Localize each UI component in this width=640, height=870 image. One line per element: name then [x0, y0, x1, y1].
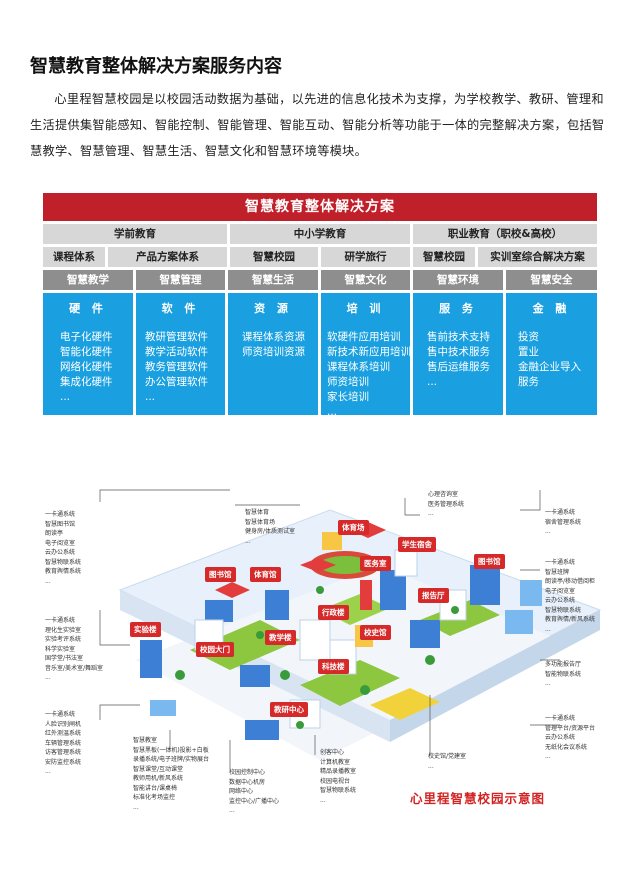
column-item: 电子化硬件	[60, 331, 113, 343]
column-services: 服 务 售前技术支持 售中技术服务 售后运维服务 ...	[413, 293, 503, 415]
note-block: 校园控制中心数据中心机房网络中心监控中心/广播中心...	[229, 769, 280, 814]
column-item: 售后运维服务	[427, 361, 490, 373]
building-tag: 教研中心	[270, 702, 308, 717]
module-cell: 智慧安全	[506, 270, 597, 290]
column-item: 教务管理软件	[145, 361, 208, 373]
column-head: 硬 件	[69, 302, 107, 315]
column-item: 服务	[518, 376, 539, 388]
system-cell: 研学旅行	[321, 247, 410, 267]
note-block: 一卡通系统智慧班牌朗读亭/移动借阅柜电子阅览室云办公系统智慧物联系统教育舆情/新…	[545, 559, 596, 633]
column-item: 教学活动软件	[145, 346, 208, 358]
note-block: 心理咨询室医务管理系统...	[428, 491, 465, 517]
intro-paragraph: 心里程智慧校园是以校园活动数据为基础，以先进的信息化技术为支撑，为学校教学、教研…	[30, 92, 605, 158]
column-item: 课程体系培训	[327, 361, 390, 373]
building-tag: 校园大门	[196, 642, 234, 657]
solution-table: 智慧教育整体解决方案 学前教育 中小学教育 职业教育（职校&高校） 课程体系 产…	[43, 193, 597, 415]
service-columns: 硬 件 电子化硬件 智能化硬件 网络化硬件 集成化硬件 ... 软 件 教研管理…	[43, 293, 597, 415]
column-item: ...	[145, 391, 156, 403]
column-item: 师资培训资源	[242, 346, 305, 358]
module-cell: 智慧文化	[321, 270, 410, 290]
system-cell: 课程体系	[43, 247, 105, 267]
column-item: 售中技术服务	[427, 346, 490, 358]
column-item: 课程体系资源	[242, 331, 305, 343]
building-tag: 医务室	[360, 556, 391, 571]
building-tag: 实验楼	[130, 622, 161, 637]
page-title: 智慧教育整体解决方案服务内容	[30, 56, 282, 77]
column-item: 家长培训	[327, 391, 369, 403]
column-item: ...	[327, 406, 338, 415]
column-training: 培 训 软硬件应用培训 新技术新应用培训 课程体系培训 师资培训 家长培训 ..…	[321, 293, 410, 415]
building-tag: 教学楼	[265, 630, 296, 645]
column-item: 办公管理软件	[145, 376, 208, 388]
column-item: 师资培训	[327, 376, 369, 388]
column-head: 服 务	[439, 302, 477, 315]
building-tag: 图书馆	[474, 554, 505, 569]
column-resources: 资 源 课程体系资源 师资培训资源	[228, 293, 318, 415]
systems-row: 课程体系 产品方案体系 智慧校园 研学旅行 智慧校园 实训室综合解决方案	[43, 247, 597, 267]
note-block: 一卡通系统人脸识别闸机红外测温系统车辆管理系统访客管理系统安防监控系统...	[45, 711, 82, 775]
level-cell: 中小学教育	[230, 224, 410, 244]
building-tag: 体育场	[338, 520, 369, 535]
column-head: 金 融	[532, 302, 571, 315]
column-item: ...	[427, 376, 438, 388]
note-block: 一卡通系统管理平台/资源平台云办公系统无纸化会议系统...	[545, 715, 596, 760]
column-software: 软 件 教研管理软件 教学活动软件 教务管理软件 办公管理软件 ...	[136, 293, 225, 415]
column-item: 网络化硬件	[60, 361, 113, 373]
building-tag: 报告厅	[418, 588, 449, 603]
building-tag: 校史馆	[360, 625, 391, 640]
building-tag: 科技楼	[318, 659, 349, 674]
level-cell: 职业教育（职校&高校）	[413, 224, 597, 244]
levels-row: 学前教育 中小学教育 职业教育（职校&高校）	[43, 224, 597, 244]
column-item: 新技术新应用培训	[327, 346, 410, 358]
column-item: 投资	[518, 331, 539, 343]
column-item: 置业	[518, 346, 539, 358]
note-block: 智慧教室智慧黑板(一体机)投影+白板录播系统/电子班牌/实物展台智慧课堂/互动课…	[133, 737, 210, 811]
column-hardware: 硬 件 电子化硬件 智能化硬件 网络化硬件 集成化硬件 ...	[43, 293, 133, 415]
modules-row: 智慧教学 智慧管理 智慧生活 智慧文化 智慧环境 智慧安全	[43, 270, 597, 290]
column-item: 集成化硬件	[60, 376, 113, 388]
system-cell: 智慧校园	[413, 247, 475, 267]
level-cell: 学前教育	[43, 224, 227, 244]
module-cell: 智慧管理	[136, 270, 225, 290]
system-cell: 智慧校园	[230, 247, 318, 267]
note-block: 一卡通系统智慧图书馆朗读亭电子阅览室云办公系统智慧物联系统教育舆情系统...	[45, 511, 82, 585]
note-block: 一卡通系统理化生实验室实验考评系统科学实验室国学堂/书法室音乐室/美术室/舞蹈室…	[45, 617, 104, 681]
building-tag: 学生宿舍	[398, 537, 436, 552]
column-item: 售前技术支持	[427, 331, 490, 343]
note-block: 智慧体育智慧体育场健身房/体质测试室...	[245, 509, 296, 545]
column-item: ...	[60, 391, 71, 403]
system-cell: 产品方案体系	[108, 247, 227, 267]
column-item: 软硬件应用培训	[327, 331, 401, 343]
column-item: 教研管理软件	[145, 331, 208, 343]
solution-header: 智慧教育整体解决方案	[43, 193, 597, 221]
system-cell: 实训室综合解决方案	[478, 247, 597, 267]
campus-illustration: 体育场 学生宿舍 图书馆 体育馆 医务室 图书馆 报告厅 行政楼 实验楼 校史馆…	[0, 470, 640, 850]
campus-caption: 心里程智慧校园示意图	[410, 791, 546, 806]
column-head: 资 源	[254, 302, 292, 315]
note-block: 校史馆/党建室...	[428, 753, 467, 770]
column-finance: 金 融 投资 置业 金融企业导入 服务	[506, 293, 597, 415]
building-tag: 体育馆	[250, 567, 281, 582]
building-tag: 图书馆	[205, 567, 236, 582]
column-head: 软 件	[161, 302, 200, 315]
module-cell: 智慧教学	[43, 270, 133, 290]
module-cell: 智慧生活	[228, 270, 318, 290]
column-item: 智能化硬件	[60, 346, 113, 358]
note-block: 一卡通系统宿舍管理系统...	[545, 509, 582, 535]
note-block: 创客中心计算机教室精品录播教室校园电视台智慧物联系统...	[320, 749, 357, 804]
column-item: 金融企业导入	[518, 361, 581, 373]
building-tag: 行政楼	[318, 605, 349, 620]
module-cell: 智慧环境	[413, 270, 503, 290]
note-block: 多功能报告厅智能物联系统...	[545, 661, 582, 687]
column-head: 培 训	[346, 302, 385, 315]
